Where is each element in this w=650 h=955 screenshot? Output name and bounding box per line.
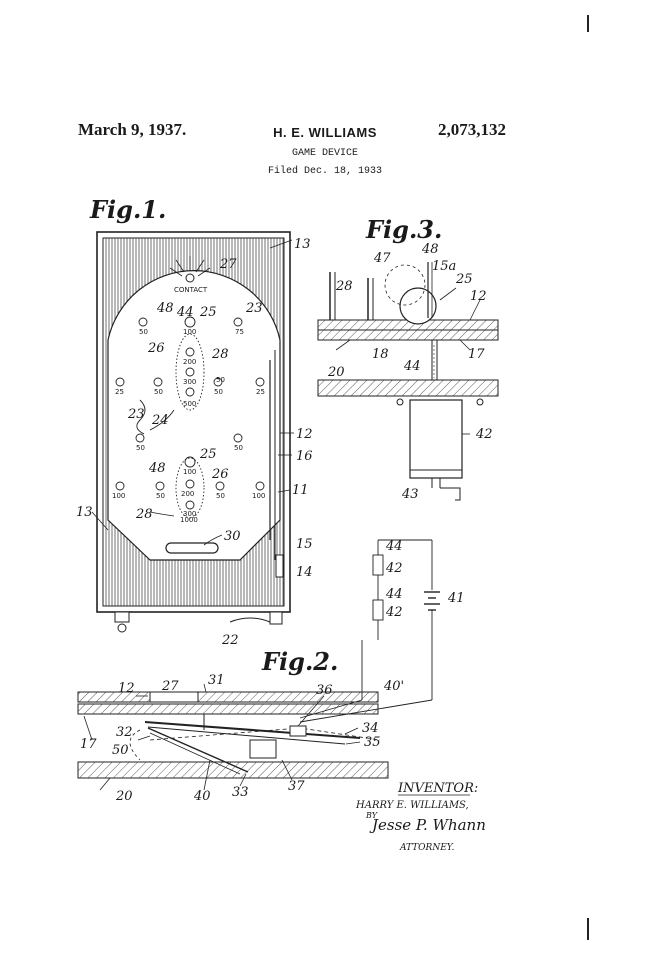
score-50h: 50 xyxy=(216,492,225,500)
inventor-full-name: HARRY E. WILLIAMS, xyxy=(355,800,469,811)
fig3-label-15a: 15a xyxy=(432,259,456,274)
fig1-label-23a: 23 xyxy=(245,301,263,316)
score-50d: 50 xyxy=(216,376,225,384)
fig2-label-33: 33 xyxy=(232,785,249,800)
fig3-label-44: 44 xyxy=(403,359,421,374)
fig2-label-35: 35 xyxy=(364,735,381,750)
fig2-label-50: 50 xyxy=(112,743,129,758)
fig1-label-16: 16 xyxy=(296,449,313,464)
score-50a: 50 xyxy=(139,328,148,336)
fig1-label-27: 27 xyxy=(219,257,237,272)
circuit-label-42a: 42 xyxy=(385,561,403,576)
circuit-label-42b: 42 xyxy=(385,605,403,620)
figure-2: Fig.2. 12 27 xyxy=(77,647,404,804)
inventor-role: INVENTOR: xyxy=(397,781,478,796)
patent-title: GAME DEVICE xyxy=(291,148,358,159)
fig1-caption: Fig.1. xyxy=(89,195,166,224)
fig1-label-14: 14 xyxy=(296,565,313,580)
score-100a: 100 xyxy=(183,328,196,336)
score-50f: 50 xyxy=(234,444,243,452)
fig1-label-48b: 48 xyxy=(148,461,166,476)
circuit-label-44b: 44 xyxy=(385,587,403,602)
fig3-label-12: 12 xyxy=(470,289,487,304)
fig2-label-20: 20 xyxy=(115,789,133,804)
fig1-label-23b: 23 xyxy=(127,407,145,422)
fig2-label-32: 32 xyxy=(116,725,133,740)
patent-date: March 9, 1937. xyxy=(78,120,187,139)
fig1-label-11: 11 xyxy=(292,483,309,498)
fig3-label-20: 20 xyxy=(327,365,345,380)
fig1-label-25a: 25 xyxy=(199,305,217,320)
score-75: 75 xyxy=(235,328,244,336)
fig1-label-28b: 28 xyxy=(135,507,153,522)
fig1-label-48a: 48 xyxy=(156,301,174,316)
score-25a: 25 xyxy=(115,388,124,396)
contact-label: CONTACT xyxy=(174,286,208,294)
figure-3: Fig.3. 48 xyxy=(317,215,499,502)
fig3-label-42: 42 xyxy=(475,427,493,442)
score-50c: 50 xyxy=(214,388,223,396)
fig2-label-40: 40 xyxy=(193,789,211,804)
fig1-label-12: 12 xyxy=(296,427,313,442)
score-200: 200 xyxy=(183,358,196,366)
score-50g: 50 xyxy=(156,492,165,500)
fig1-label-30: 30 xyxy=(224,529,241,544)
score-200b: 200 xyxy=(181,490,194,498)
fig1-label-22: 22 xyxy=(221,633,239,648)
fig1-label-24: 24 xyxy=(151,413,169,428)
fig3-label-17: 17 xyxy=(468,347,485,362)
fig2-label-12: 12 xyxy=(118,681,135,696)
fig1-label-15: 15 xyxy=(296,537,313,552)
fig2-label-27: 27 xyxy=(161,679,179,694)
fig1-label-44: 44 xyxy=(176,305,194,320)
fig3-label-18: 18 xyxy=(372,347,389,362)
signature-block: INVENTOR: HARRY E. WILLIAMS, BY Jesse P.… xyxy=(355,781,486,853)
patent-number: 2,073,132 xyxy=(438,120,506,139)
score-1000: 1000 xyxy=(180,516,198,524)
attorney-signature: Jesse P. Whann xyxy=(369,816,486,834)
fig1-label-28a: 28 xyxy=(211,347,229,362)
fig3-label-48: 48 xyxy=(421,242,439,257)
fig2-caption: Fig.2. xyxy=(261,647,338,676)
fig2-label-34: 34 xyxy=(362,721,379,736)
score-100c: 100 xyxy=(112,492,125,500)
score-500: 500 xyxy=(183,400,196,408)
fig3-caption: Fig.3. xyxy=(365,215,442,244)
circuit-label-41: 41 xyxy=(447,591,465,606)
fig3-label-47: 47 xyxy=(373,251,391,266)
fig2-label-40p: 40' xyxy=(383,679,404,694)
score-100d: 100 xyxy=(252,492,265,500)
fig3-label-28: 28 xyxy=(335,279,353,294)
fig1-label-25b: 25 xyxy=(199,447,217,462)
attorney-role: ATTORNEY. xyxy=(399,843,455,853)
fig1-label-26a: 26 xyxy=(147,341,165,356)
fig3-label-25: 25 xyxy=(455,272,473,287)
fig3-label-43: 43 xyxy=(401,487,419,502)
circuit-label-44a: 44 xyxy=(385,539,403,554)
score-25b: 25 xyxy=(256,388,265,396)
score-300a: 300 xyxy=(183,378,196,386)
inventor-name: H. E. WILLIAMS xyxy=(273,125,377,140)
fig2-label-31: 31 xyxy=(208,673,225,688)
score-100b: 100 xyxy=(183,468,196,476)
fig1-label-13a: 13 xyxy=(294,237,311,252)
score-50e: 50 xyxy=(136,444,145,452)
fig2-label-17: 17 xyxy=(80,737,97,752)
by-label: BY xyxy=(365,811,378,820)
fig2-label-37: 37 xyxy=(288,779,305,794)
figure-1: Fig.1. CONTACT xyxy=(76,195,313,648)
filed-date: Filed Dec. 18, 1933 xyxy=(267,166,383,177)
fig1-label-26b: 26 xyxy=(211,467,229,482)
score-50b: 50 xyxy=(154,388,163,396)
fig2-label-36: 36 xyxy=(316,683,333,698)
fig1-label-13b: 13 xyxy=(76,505,93,520)
score-300b: 300 xyxy=(183,510,196,518)
circuit-diagram xyxy=(299,539,440,723)
